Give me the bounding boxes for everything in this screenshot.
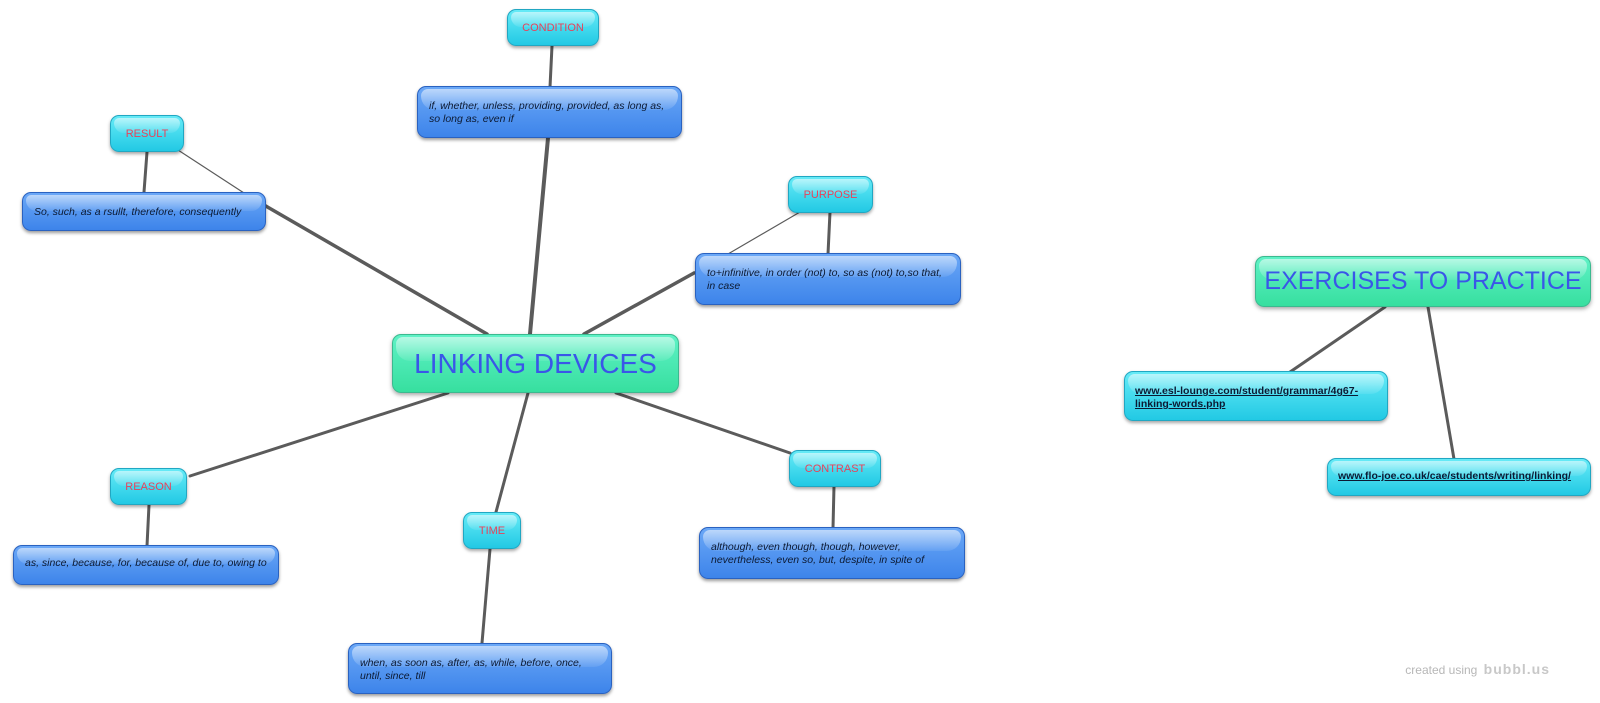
contrast-words-node[interactable]: although, even though, though, however, … bbox=[699, 527, 965, 579]
flo-joe-link-text: www.flo-joe.co.uk/cae/students/writing/l… bbox=[1338, 470, 1571, 482]
connector-purpose-words bbox=[826, 210, 832, 256]
connector-central-result bbox=[262, 203, 489, 336]
connector-exercises-flojoe bbox=[1426, 305, 1456, 461]
esl-lounge-link[interactable]: www.esl-lounge.com/student/grammar/4g67-… bbox=[1124, 371, 1388, 421]
connector-central-reason bbox=[188, 391, 450, 478]
connector-condition-words bbox=[548, 44, 554, 89]
result-node[interactable]: RESULT bbox=[110, 115, 184, 152]
connector-time-words bbox=[480, 547, 492, 645]
condition-words-node[interactable]: if, whether, unless, providing, provided… bbox=[417, 86, 682, 138]
connector-central-purpose bbox=[582, 271, 696, 336]
purpose-node[interactable]: PURPOSE bbox=[788, 176, 873, 213]
result-words: So, such, as a rsullt, therefore, conseq… bbox=[34, 206, 242, 218]
exercises-node[interactable]: EXERCISES TO PRACTICE bbox=[1255, 256, 1591, 307]
purpose-words-node[interactable]: to+infinitive, in order (not) to, so as … bbox=[695, 253, 961, 305]
time-label: TIME bbox=[478, 524, 506, 537]
condition-node[interactable]: CONDITION bbox=[507, 9, 599, 46]
reason-words-node[interactable]: as, since, because, for, because of, due… bbox=[13, 545, 279, 585]
watermark: created using bubbl.us bbox=[1405, 661, 1550, 677]
contrast-words: although, even though, though, however, … bbox=[711, 541, 925, 566]
connector-exercises-esl bbox=[1288, 305, 1387, 374]
connector-purpose-thin bbox=[727, 211, 801, 255]
exercises-title: EXERCISES TO PRACTICE bbox=[1264, 267, 1582, 295]
connector-contrast-words bbox=[831, 484, 836, 530]
central-node[interactable]: LINKING DEVICES bbox=[392, 334, 679, 393]
connector-central-contrast bbox=[614, 391, 792, 455]
result-label: RESULT bbox=[125, 127, 169, 140]
esl-lounge-link-text: www.esl-lounge.com/student/grammar/4g67-… bbox=[1135, 385, 1359, 410]
reason-node[interactable]: REASON bbox=[110, 468, 187, 505]
connector-central-condition bbox=[528, 136, 550, 336]
time-node[interactable]: TIME bbox=[463, 512, 521, 549]
flo-joe-link[interactable]: www.flo-joe.co.uk/cae/students/writing/l… bbox=[1327, 458, 1591, 496]
central-node-title: LINKING DEVICES bbox=[414, 347, 657, 379]
reason-words: as, since, because, for, because of, due… bbox=[25, 557, 267, 569]
condition-words: if, whether, unless, providing, provided… bbox=[429, 100, 665, 125]
watermark-text: created using bbox=[1405, 663, 1478, 677]
time-words-node[interactable]: when, as soon as, after, as, while, befo… bbox=[348, 643, 612, 694]
contrast-label: CONTRAST bbox=[804, 462, 866, 475]
connector-reason-words bbox=[145, 503, 151, 548]
contrast-node[interactable]: CONTRAST bbox=[789, 450, 881, 487]
result-words-node[interactable]: So, such, as a rsullt, therefore, conseq… bbox=[22, 192, 266, 231]
time-words: when, as soon as, after, as, while, befo… bbox=[360, 657, 582, 682]
connector-result-words bbox=[142, 150, 149, 194]
condition-label: CONDITION bbox=[522, 21, 584, 34]
connector-result-thin bbox=[177, 149, 245, 194]
purpose-words: to+infinitive, in order (not) to, so as … bbox=[707, 267, 942, 292]
purpose-label: PURPOSE bbox=[803, 188, 858, 201]
bubbl-logo: bubbl.us bbox=[1483, 661, 1550, 677]
connector-central-time bbox=[494, 391, 530, 514]
reason-label: REASON bbox=[125, 480, 172, 493]
